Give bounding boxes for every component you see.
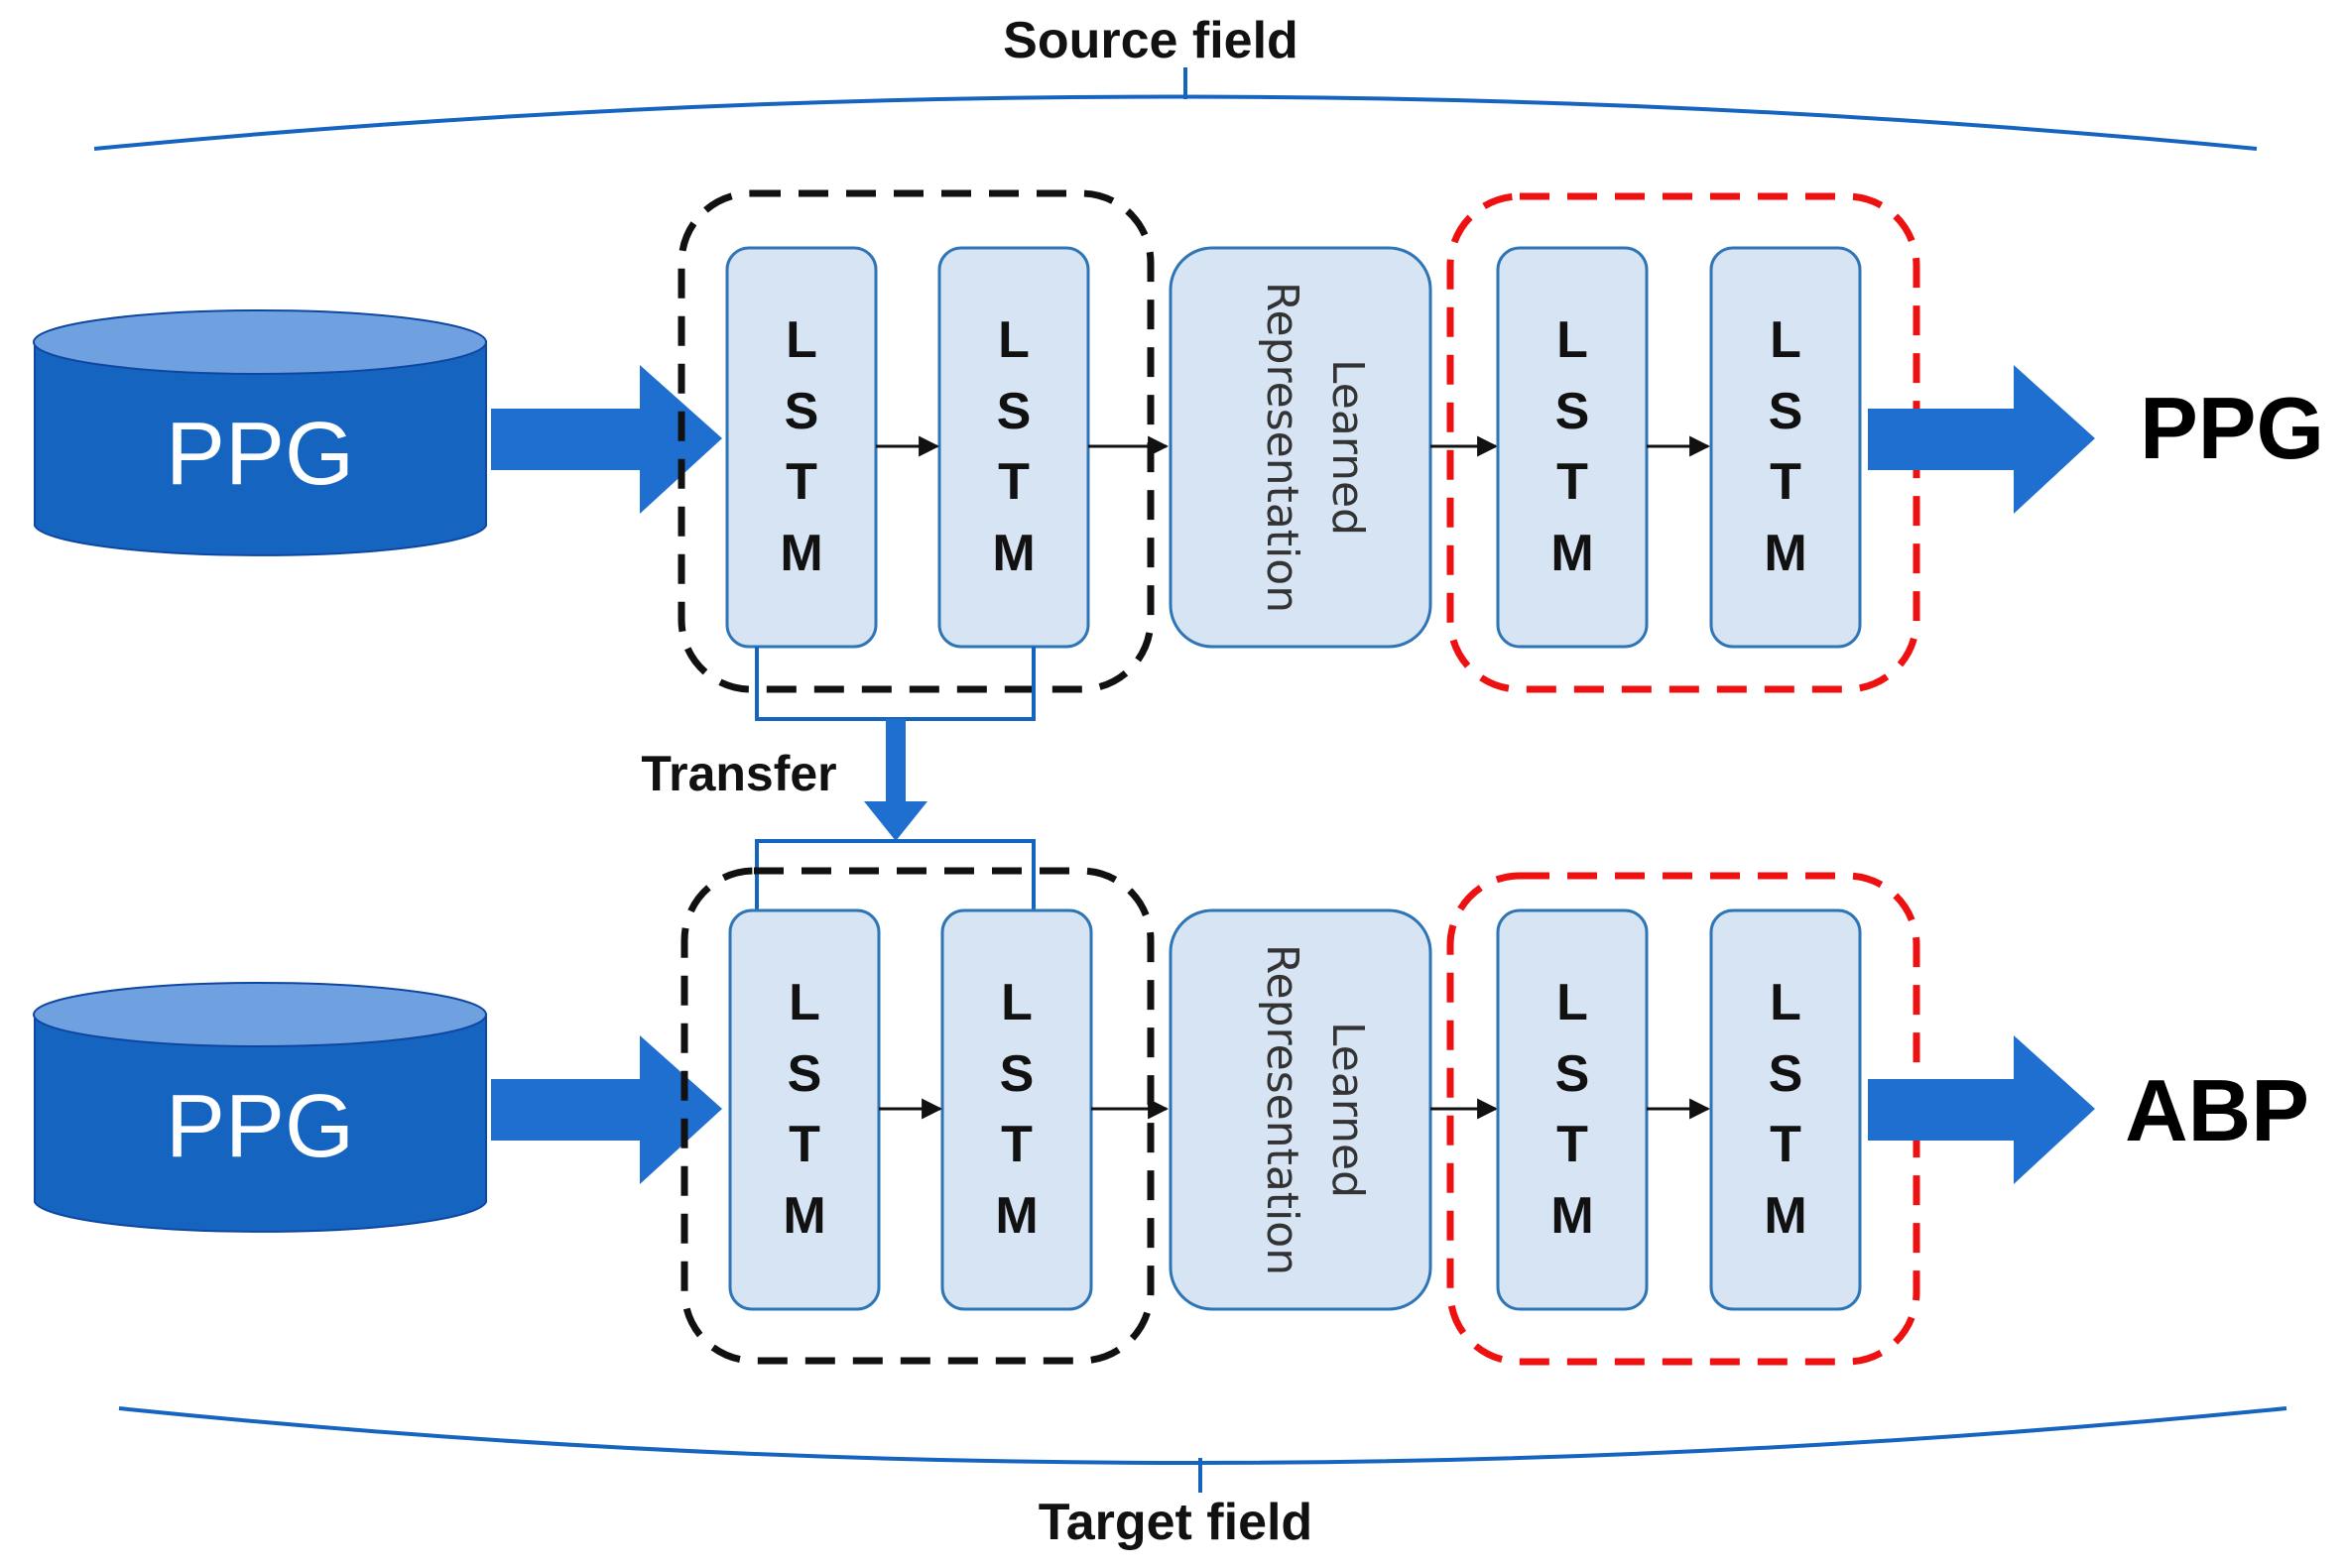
svg-text:L: L bbox=[1770, 311, 1801, 369]
source-decoder-dashed-box bbox=[1446, 192, 1920, 693]
svg-text:T: T bbox=[1556, 1116, 1588, 1173]
svg-text:S: S bbox=[1555, 383, 1590, 440]
svg-text:S: S bbox=[1769, 383, 1803, 440]
target-encoder-lstm-2 bbox=[940, 908, 1093, 1311]
source-field-label: Source field bbox=[1003, 12, 1298, 69]
svg-text:L: L bbox=[1770, 974, 1801, 1031]
transfer-connector: Transfer bbox=[641, 647, 1036, 910]
transfer-bracket-top bbox=[755, 647, 1036, 721]
target-decoder-dashed-box bbox=[1446, 872, 1920, 1366]
svg-text:M: M bbox=[780, 525, 822, 582]
target-decoder-lstm-1 bbox=[1496, 908, 1649, 1311]
svg-text:M: M bbox=[783, 1187, 825, 1245]
source-decoder-lstm-1 bbox=[1496, 246, 1649, 649]
svg-text:L: L bbox=[789, 974, 820, 1031]
svg-text:M: M bbox=[1550, 1187, 1593, 1245]
source-decoder-lstm-1-text: L S T M bbox=[1550, 311, 1593, 582]
source-field-bracket bbox=[93, 94, 2258, 151]
svg-text:T: T bbox=[1001, 1116, 1033, 1173]
svg-text:S: S bbox=[785, 383, 819, 440]
target-encoder-lstm-1 bbox=[728, 908, 881, 1311]
source-input-arrow bbox=[491, 365, 722, 514]
svg-text:L: L bbox=[1001, 974, 1033, 1031]
target-encoder-lstm-1-text: L S T M bbox=[783, 974, 825, 1245]
source-encoder-lstm-1-text: L S T M bbox=[780, 311, 822, 582]
svg-text:L: L bbox=[1556, 311, 1588, 369]
transfer-label: Transfer bbox=[641, 746, 836, 801]
target-encoder-lstm-2-text: L S T M bbox=[995, 974, 1038, 1245]
svg-text:T: T bbox=[998, 453, 1030, 511]
target-input-database-icon bbox=[33, 982, 487, 1233]
target-field-bracket bbox=[118, 1406, 2287, 1465]
source-row: PPG L S T M L S T M Learned Representati… bbox=[33, 189, 2324, 693]
target-input-arrow bbox=[491, 1035, 722, 1184]
svg-text:L: L bbox=[1556, 974, 1588, 1031]
svg-text:S: S bbox=[1555, 1045, 1590, 1103]
svg-text:L: L bbox=[786, 311, 817, 369]
svg-text:T: T bbox=[789, 1116, 820, 1173]
source-repr-line2: Representation bbox=[1257, 282, 1307, 613]
svg-text:T: T bbox=[1770, 1116, 1801, 1173]
svg-text:S: S bbox=[1769, 1045, 1803, 1103]
svg-text:T: T bbox=[786, 453, 817, 511]
target-repr-line1: Learned bbox=[1322, 1022, 1373, 1198]
svg-text:L: L bbox=[998, 311, 1030, 369]
source-repr-line1: Learned bbox=[1322, 359, 1373, 536]
svg-text:S: S bbox=[997, 383, 1032, 440]
target-row: PPG L S T M L S T M Learned Representati… bbox=[33, 867, 2309, 1366]
target-output-label: ABP bbox=[2125, 1061, 2309, 1159]
target-output-arrow bbox=[1868, 1035, 2095, 1184]
source-decoder-lstm-2 bbox=[1709, 246, 1862, 649]
svg-text:M: M bbox=[1550, 525, 1593, 582]
svg-text:T: T bbox=[1556, 453, 1588, 511]
transfer-bracket-bottom bbox=[755, 839, 1036, 910]
svg-text:M: M bbox=[992, 525, 1035, 582]
svg-text:M: M bbox=[1764, 525, 1806, 582]
target-input-label: PPG bbox=[166, 1077, 354, 1176]
target-decoder-lstm-2-text: L S T M bbox=[1764, 974, 1806, 1245]
source-decoder-lstm-2-text: L S T M bbox=[1764, 311, 1806, 582]
target-repr-line2: Representation bbox=[1257, 944, 1307, 1275]
source-output-arrow bbox=[1868, 365, 2095, 514]
source-encoder-lstm-2-text: L S T M bbox=[992, 311, 1035, 582]
svg-text:M: M bbox=[995, 1187, 1038, 1245]
svg-text:T: T bbox=[1770, 453, 1801, 511]
source-encoder-lstm-2 bbox=[937, 246, 1090, 649]
source-input-database-icon bbox=[33, 309, 487, 556]
target-decoder-lstm-1-text: L S T M bbox=[1550, 974, 1593, 1245]
source-output-label: PPG bbox=[2140, 379, 2324, 477]
svg-text:M: M bbox=[1764, 1187, 1806, 1245]
source-encoder-lstm-1 bbox=[725, 246, 878, 649]
target-field-label: Target field bbox=[1039, 1494, 1312, 1551]
source-encoder-dashed-box bbox=[678, 189, 1155, 693]
target-decoder-lstm-2 bbox=[1709, 908, 1862, 1311]
transfer-arrow bbox=[864, 719, 927, 841]
svg-text:S: S bbox=[788, 1045, 822, 1103]
target-encoder-dashed-box bbox=[680, 867, 1155, 1365]
svg-text:S: S bbox=[1000, 1045, 1035, 1103]
source-input-label: PPG bbox=[166, 405, 354, 504]
